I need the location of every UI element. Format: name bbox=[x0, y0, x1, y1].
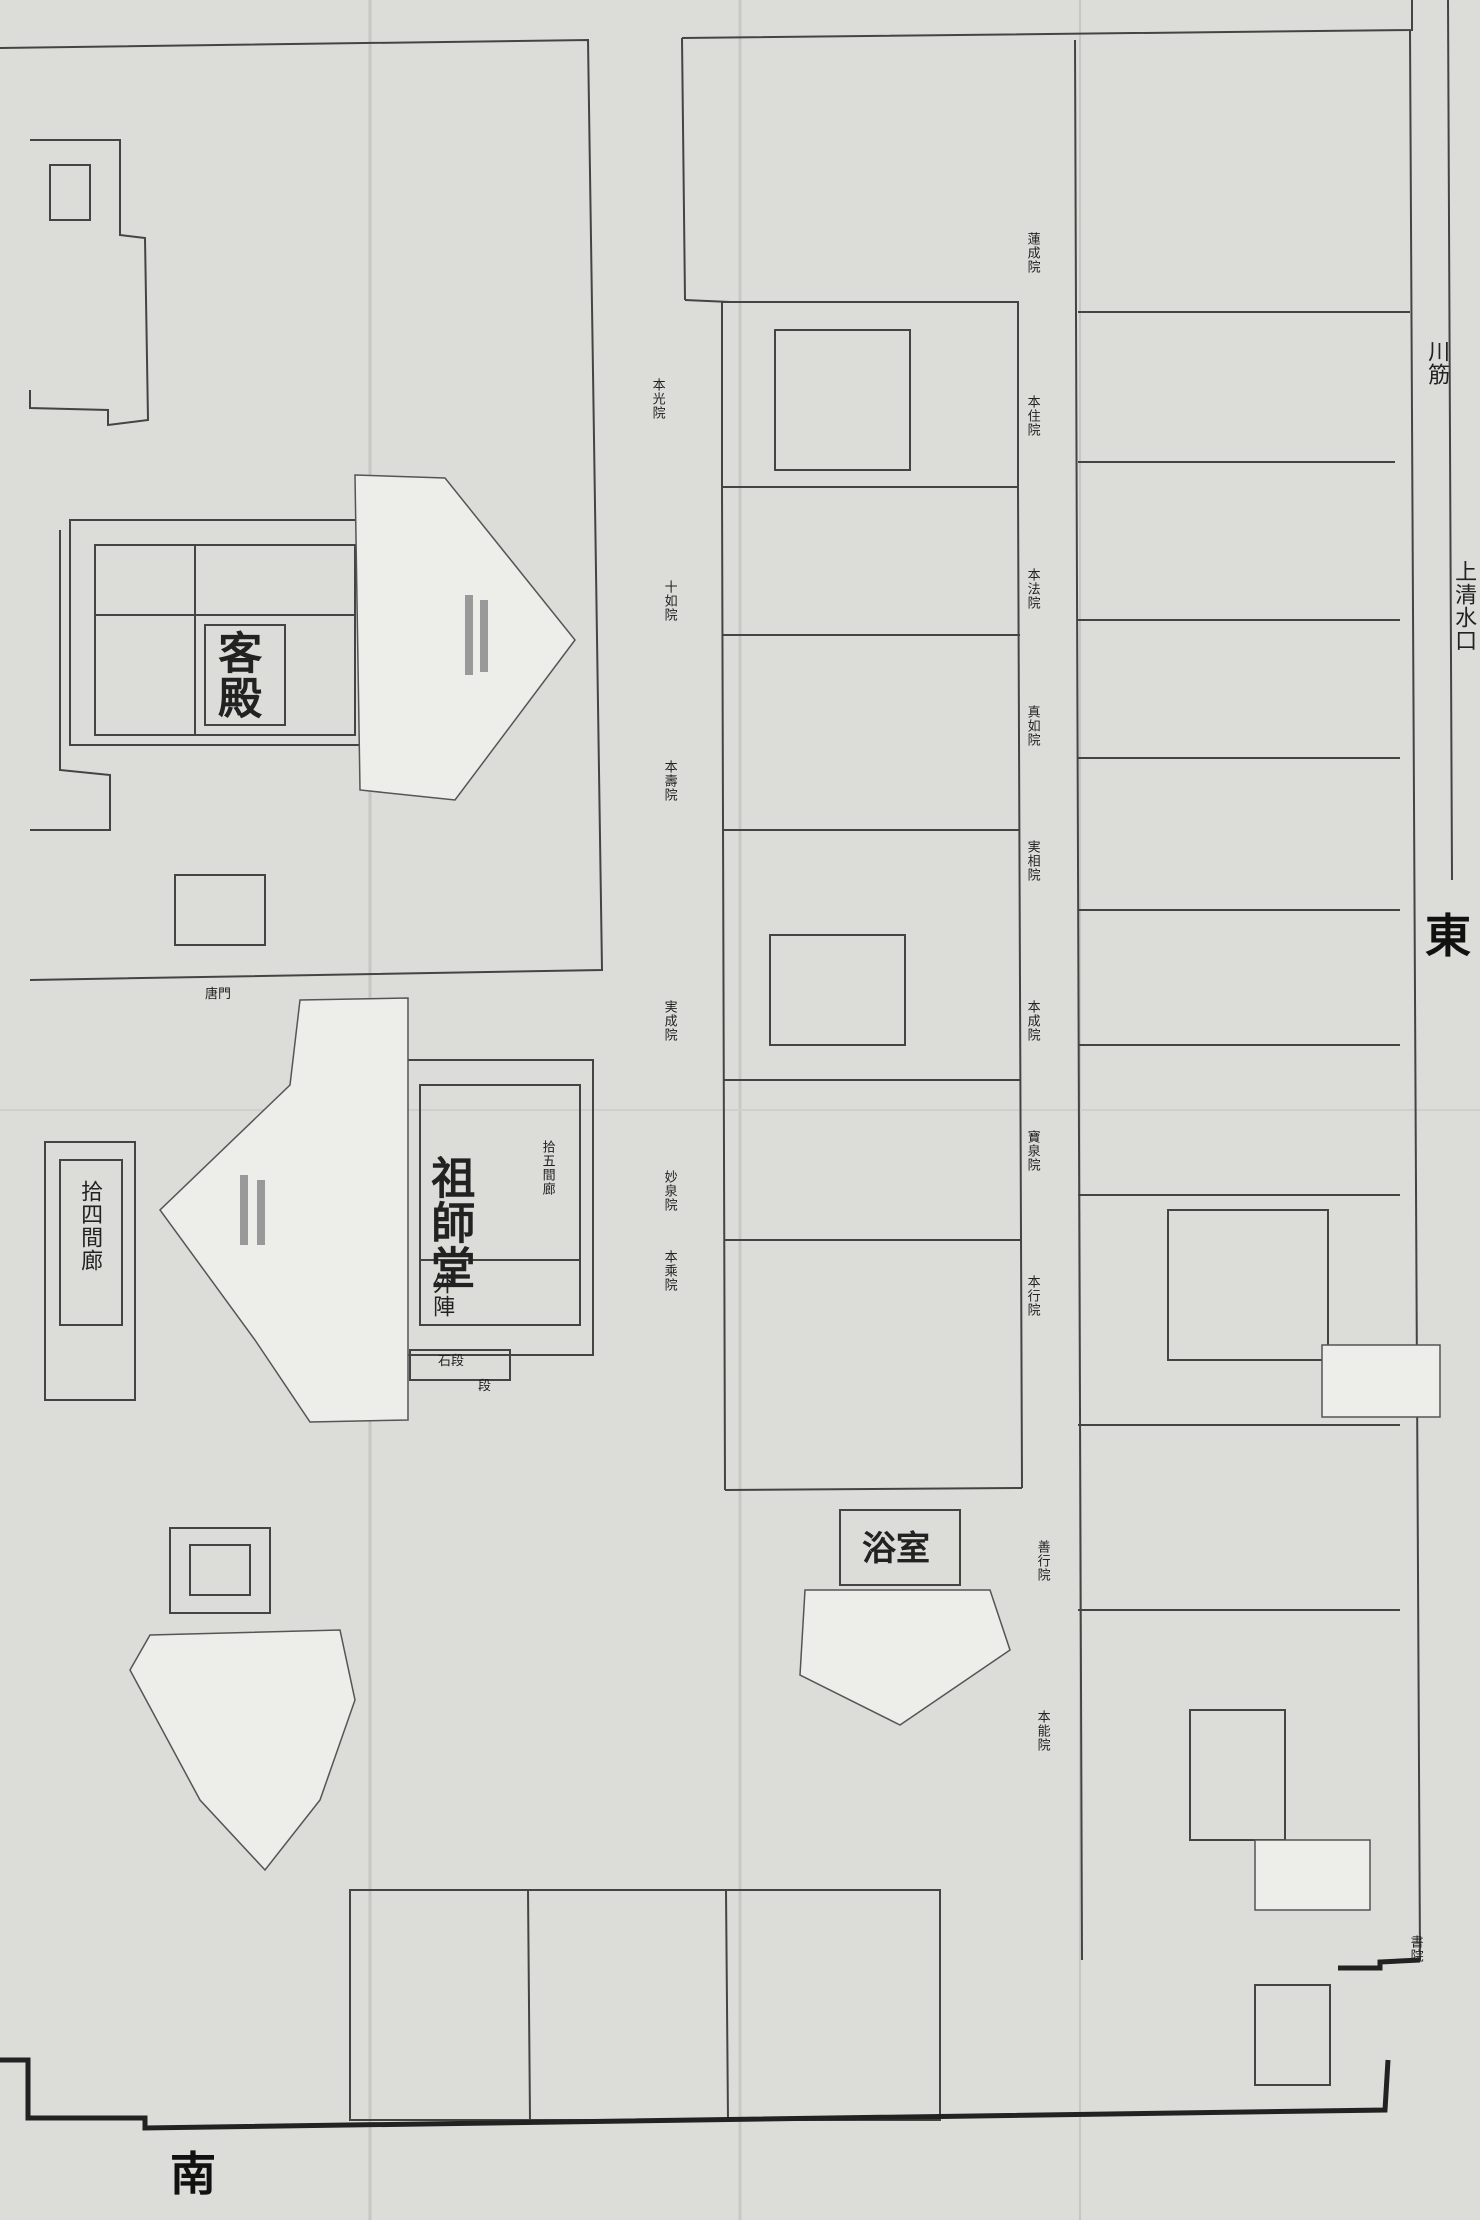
east-direction: 東 bbox=[1425, 909, 1471, 963]
subtemple-label: 本光院 bbox=[649, 378, 665, 420]
stone-steps-label: 石段 bbox=[438, 1354, 465, 1369]
shoin-label: 書院 bbox=[1407, 1935, 1423, 1963]
subtemple-label: 寶泉院 bbox=[1024, 1130, 1040, 1172]
subtemple-label: 実成院 bbox=[661, 1000, 677, 1042]
subtemple-label: 善行院 bbox=[1034, 1540, 1050, 1582]
subtemple-label: 本行院 bbox=[1024, 1275, 1040, 1317]
subtemple-label: 本能院 bbox=[1034, 1710, 1050, 1752]
subtemple-label: 本住院 bbox=[1024, 395, 1040, 437]
subtemple-label: 蓮成院 bbox=[1024, 232, 1040, 274]
west-kairo-label: 拾四間廊 bbox=[77, 1180, 103, 1272]
subtemple-label: 実相院 bbox=[1024, 840, 1040, 882]
karamon-label: 唐門 bbox=[205, 987, 232, 1002]
subtemple-label: 真如院 bbox=[1024, 705, 1040, 747]
subtemple-label: 本壽院 bbox=[661, 760, 677, 802]
subtemple-label: 本乘院 bbox=[661, 1250, 677, 1292]
subtemple-label: 本法院 bbox=[1024, 568, 1040, 610]
seiwa-label: 上清水口 bbox=[1451, 560, 1477, 652]
soshido-label: 祖師堂 bbox=[423, 1155, 475, 1290]
soshido-outer-label: 外陣 bbox=[429, 1272, 455, 1318]
soshido-kairo-label: 拾五間廊 bbox=[539, 1140, 555, 1196]
subtemple-label: 本成院 bbox=[1024, 1000, 1040, 1042]
subtemple-label: 十如院 bbox=[661, 580, 677, 622]
yokushitsu-label: 浴室 bbox=[862, 1529, 930, 1569]
south-direction: 南 bbox=[170, 2147, 216, 2201]
stairs-label: 段 bbox=[478, 1379, 492, 1394]
subtemple-label: 妙泉院 bbox=[661, 1170, 677, 1212]
river-label: 川筋 bbox=[1424, 340, 1450, 386]
kyakuden-label: 客殿 bbox=[210, 630, 262, 720]
